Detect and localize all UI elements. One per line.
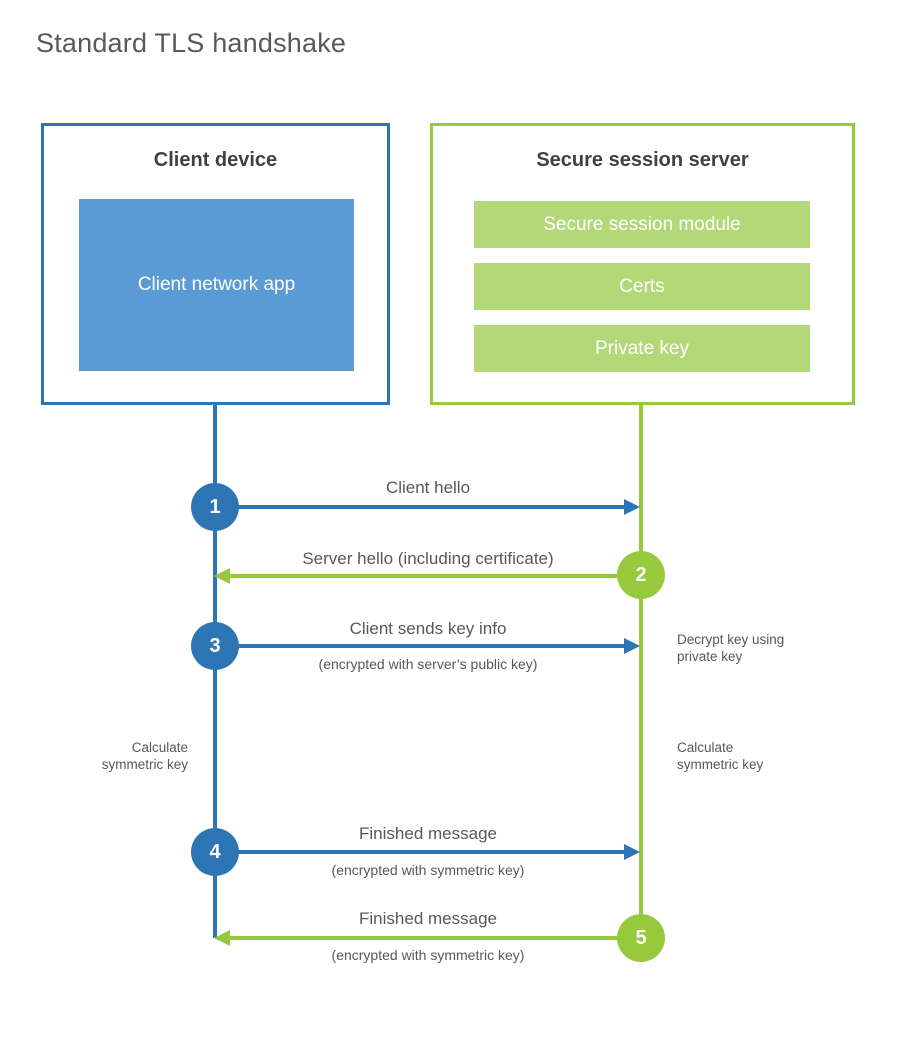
note-calculate-symmetric-key-client: Calculate symmetric key xyxy=(101,740,188,772)
client-lifeline xyxy=(213,404,217,938)
step-3-number: 3 xyxy=(209,634,221,657)
arrow-1-line xyxy=(215,505,627,509)
server-module-certs: Certs xyxy=(474,263,810,310)
step-2-label: Server hello (including certificate) xyxy=(302,549,554,568)
note-decrypt-key: Decrypt key using private key xyxy=(677,632,785,664)
server-module-secure-session: Secure session module xyxy=(474,201,810,248)
step-5-sublabel: (encrypted with symmetric key) xyxy=(331,947,525,963)
arrow-right-icon xyxy=(624,844,640,860)
step-2-marker: 2 xyxy=(617,551,665,599)
step-2-number: 2 xyxy=(635,563,647,586)
step-5-marker: 5 xyxy=(617,914,665,962)
step-4-number: 4 xyxy=(209,840,221,863)
page-title: Standard TLS handshake xyxy=(36,28,347,58)
arrow-left-icon xyxy=(214,930,230,946)
server-module-label: Secure session module xyxy=(543,213,741,235)
secure-session-server-box: Secure session server Secure session mod… xyxy=(430,123,855,405)
client-network-app-box: Client network app xyxy=(79,199,354,371)
secure-session-server-title: Secure session server xyxy=(536,149,749,171)
step-1-number: 1 xyxy=(209,495,221,518)
step-4-sublabel: (encrypted with symmetric key) xyxy=(331,862,525,878)
server-module-private-key: Private key xyxy=(474,325,810,372)
client-device-box: Client device Client network app xyxy=(41,123,390,405)
step-3-label: Client sends key info xyxy=(349,619,507,638)
server-module-label: Certs xyxy=(619,275,665,297)
client-network-app-label: Client network app xyxy=(137,274,296,296)
arrow-3-line xyxy=(215,644,627,648)
step-1-label: Client hello xyxy=(385,478,471,497)
server-module-label: Private key xyxy=(595,337,689,359)
client-device-title: Client device xyxy=(153,149,278,171)
note-calculate-symmetric-key-server: Calculate symmetric key xyxy=(677,740,764,772)
arrow-right-icon xyxy=(624,638,640,654)
step-5-label: Finished message xyxy=(359,909,497,928)
step-3-sublabel: (encrypted with server’s public key) xyxy=(318,656,538,672)
arrow-4-line xyxy=(215,850,627,854)
server-lifeline xyxy=(639,404,643,938)
step-4-label: Finished message xyxy=(359,824,497,843)
arrow-left-icon xyxy=(214,568,230,584)
step-4-marker: 4 xyxy=(191,828,239,876)
arrow-right-icon xyxy=(624,499,640,515)
step-3-marker: 3 xyxy=(191,622,239,670)
arrow-2-line xyxy=(230,574,641,578)
step-1-marker: 1 xyxy=(191,483,239,531)
arrow-5-line xyxy=(230,936,641,940)
step-5-number: 5 xyxy=(635,926,647,949)
